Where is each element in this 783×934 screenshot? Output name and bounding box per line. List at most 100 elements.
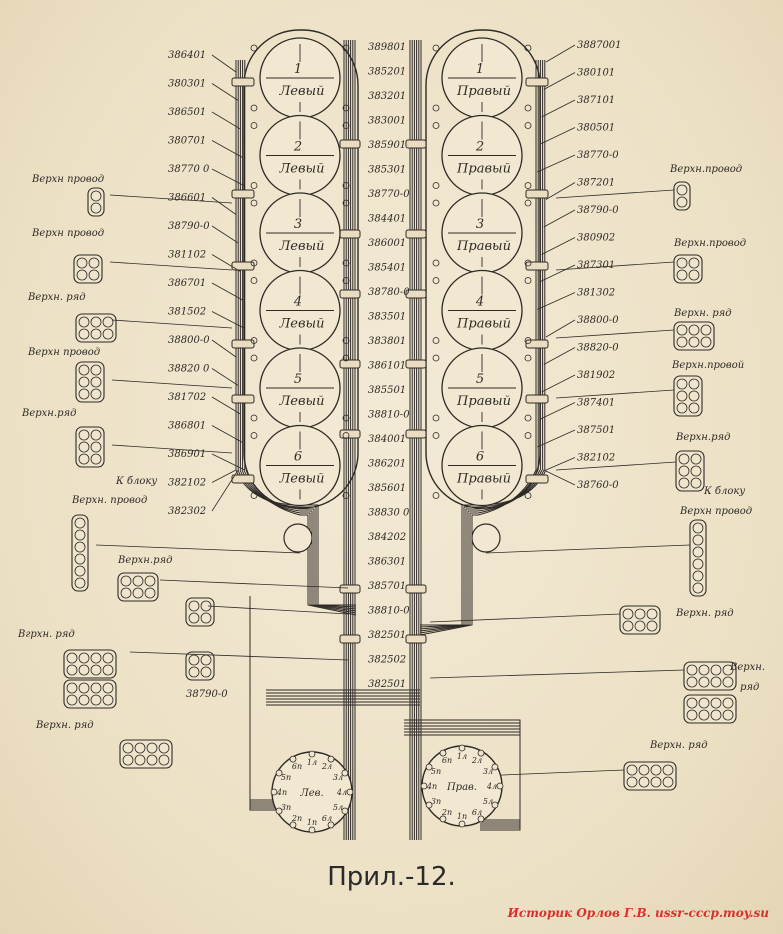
right-wire-code: 381902 — [577, 370, 615, 381]
connector-pin — [188, 654, 200, 666]
distributor-terminal-label: 3п — [281, 803, 291, 812]
connector-pin — [676, 269, 688, 281]
connector-pin — [78, 652, 90, 664]
connector-pin — [90, 682, 102, 694]
distributor-terminal — [289, 755, 297, 763]
connector-body — [185, 651, 215, 681]
right-connector-5 — [675, 450, 705, 492]
connector-pin — [678, 465, 690, 477]
right-connector-6 — [689, 519, 707, 597]
center-wire-code: 385201 — [368, 67, 406, 78]
connector-pin — [78, 388, 90, 400]
harness-clamp — [405, 584, 427, 594]
connector-pin — [90, 190, 102, 202]
stud-hole — [250, 199, 258, 207]
connector-pin — [66, 664, 78, 676]
connector-pin — [74, 517, 86, 529]
distributor-terminal-label: 2п — [441, 808, 452, 817]
connector-pin — [90, 202, 102, 214]
cylinder-name: Правый — [456, 394, 511, 409]
stud-hole — [432, 277, 440, 284]
connector-pin — [66, 694, 78, 706]
connector-pin — [88, 269, 100, 281]
right-connector-1 — [673, 181, 691, 211]
wiring-diagram: 1Левый2Левый3Левый4Левый5Левый6Левый1Пра… — [17, 29, 765, 840]
connector-pin — [146, 742, 158, 754]
center-wire-code: 383001 — [368, 116, 406, 127]
connector-body — [185, 597, 215, 627]
connector-pin — [686, 664, 698, 676]
harness-clamp — [231, 77, 255, 87]
connector-pin — [700, 324, 712, 336]
connector-pin — [66, 652, 78, 664]
connector-pin — [90, 328, 102, 340]
leader-line — [555, 389, 675, 399]
distributor-terminal — [420, 782, 428, 790]
connector-pin — [78, 682, 90, 694]
cylinder-number: 5 — [476, 372, 484, 387]
connector-pin — [102, 316, 114, 328]
right-wire-code: 387501 — [577, 425, 615, 436]
left-wire-code: 381702 — [168, 392, 206, 403]
distributor-terminal — [341, 769, 349, 777]
stud-hole — [432, 182, 440, 189]
leader-line — [211, 339, 237, 358]
connector-pin — [692, 570, 704, 582]
connector-pin — [74, 577, 86, 589]
left-wire-code: 382302 — [168, 506, 206, 517]
distributor-terminal — [491, 763, 499, 771]
leader-line — [555, 261, 675, 271]
connector-pin — [622, 620, 634, 632]
connector-body — [73, 254, 103, 284]
leader-line — [211, 425, 243, 443]
right-wire-code: 38800-0 — [577, 315, 619, 326]
stud-hole — [524, 44, 532, 52]
stud-hole — [250, 354, 258, 362]
connector-pin — [662, 776, 674, 788]
connector-pin — [710, 676, 722, 688]
leader-line — [537, 429, 576, 448]
stud-hole — [250, 259, 258, 267]
connector-body — [683, 694, 737, 724]
distributor-terminal-label: 4п — [426, 782, 437, 791]
connector-pin — [688, 336, 700, 348]
left-wire-code: 381102 — [168, 250, 206, 261]
connector-pin — [78, 316, 90, 328]
distributor-terminal-label: 6п — [292, 762, 302, 771]
connector-pin — [78, 453, 90, 465]
connector-body — [619, 605, 661, 635]
cylinder-name: Левый — [278, 394, 324, 409]
connector-body — [673, 375, 703, 417]
right-wire-code: 380501 — [577, 123, 615, 134]
harness-clamp — [231, 474, 255, 484]
center-wire-code: 384202 — [368, 532, 406, 543]
connector-pin — [74, 529, 86, 541]
right-wire-code: 380902 — [577, 233, 615, 244]
connector-pin — [638, 776, 650, 788]
right-connector-10 — [623, 761, 677, 791]
leader-line — [211, 111, 241, 130]
connector-pin — [676, 390, 688, 402]
right-connector-note: Верхн. ряд — [649, 740, 708, 751]
distributor-terminal — [477, 815, 485, 823]
harness-clamp — [339, 229, 361, 239]
distributor-terminal — [477, 749, 485, 757]
center-wire-code: 38780-0 — [368, 287, 410, 298]
leader-line — [111, 444, 233, 454]
connector-pin — [626, 764, 638, 776]
distributor-terminal-label: 1л — [307, 758, 317, 767]
left-connector-note: Верхн. провод — [71, 495, 147, 506]
connector-pin — [90, 453, 102, 465]
leader-line — [129, 651, 349, 661]
connector-pin — [76, 257, 88, 269]
distributor-terminal — [275, 769, 283, 777]
left-connector-6 — [71, 514, 89, 592]
right-connector-note: Верхн.провод — [669, 164, 742, 175]
leader-line — [211, 311, 245, 329]
leader-line — [211, 282, 243, 301]
cylinder-number: 2 — [475, 140, 484, 155]
stud-hole — [524, 104, 532, 112]
